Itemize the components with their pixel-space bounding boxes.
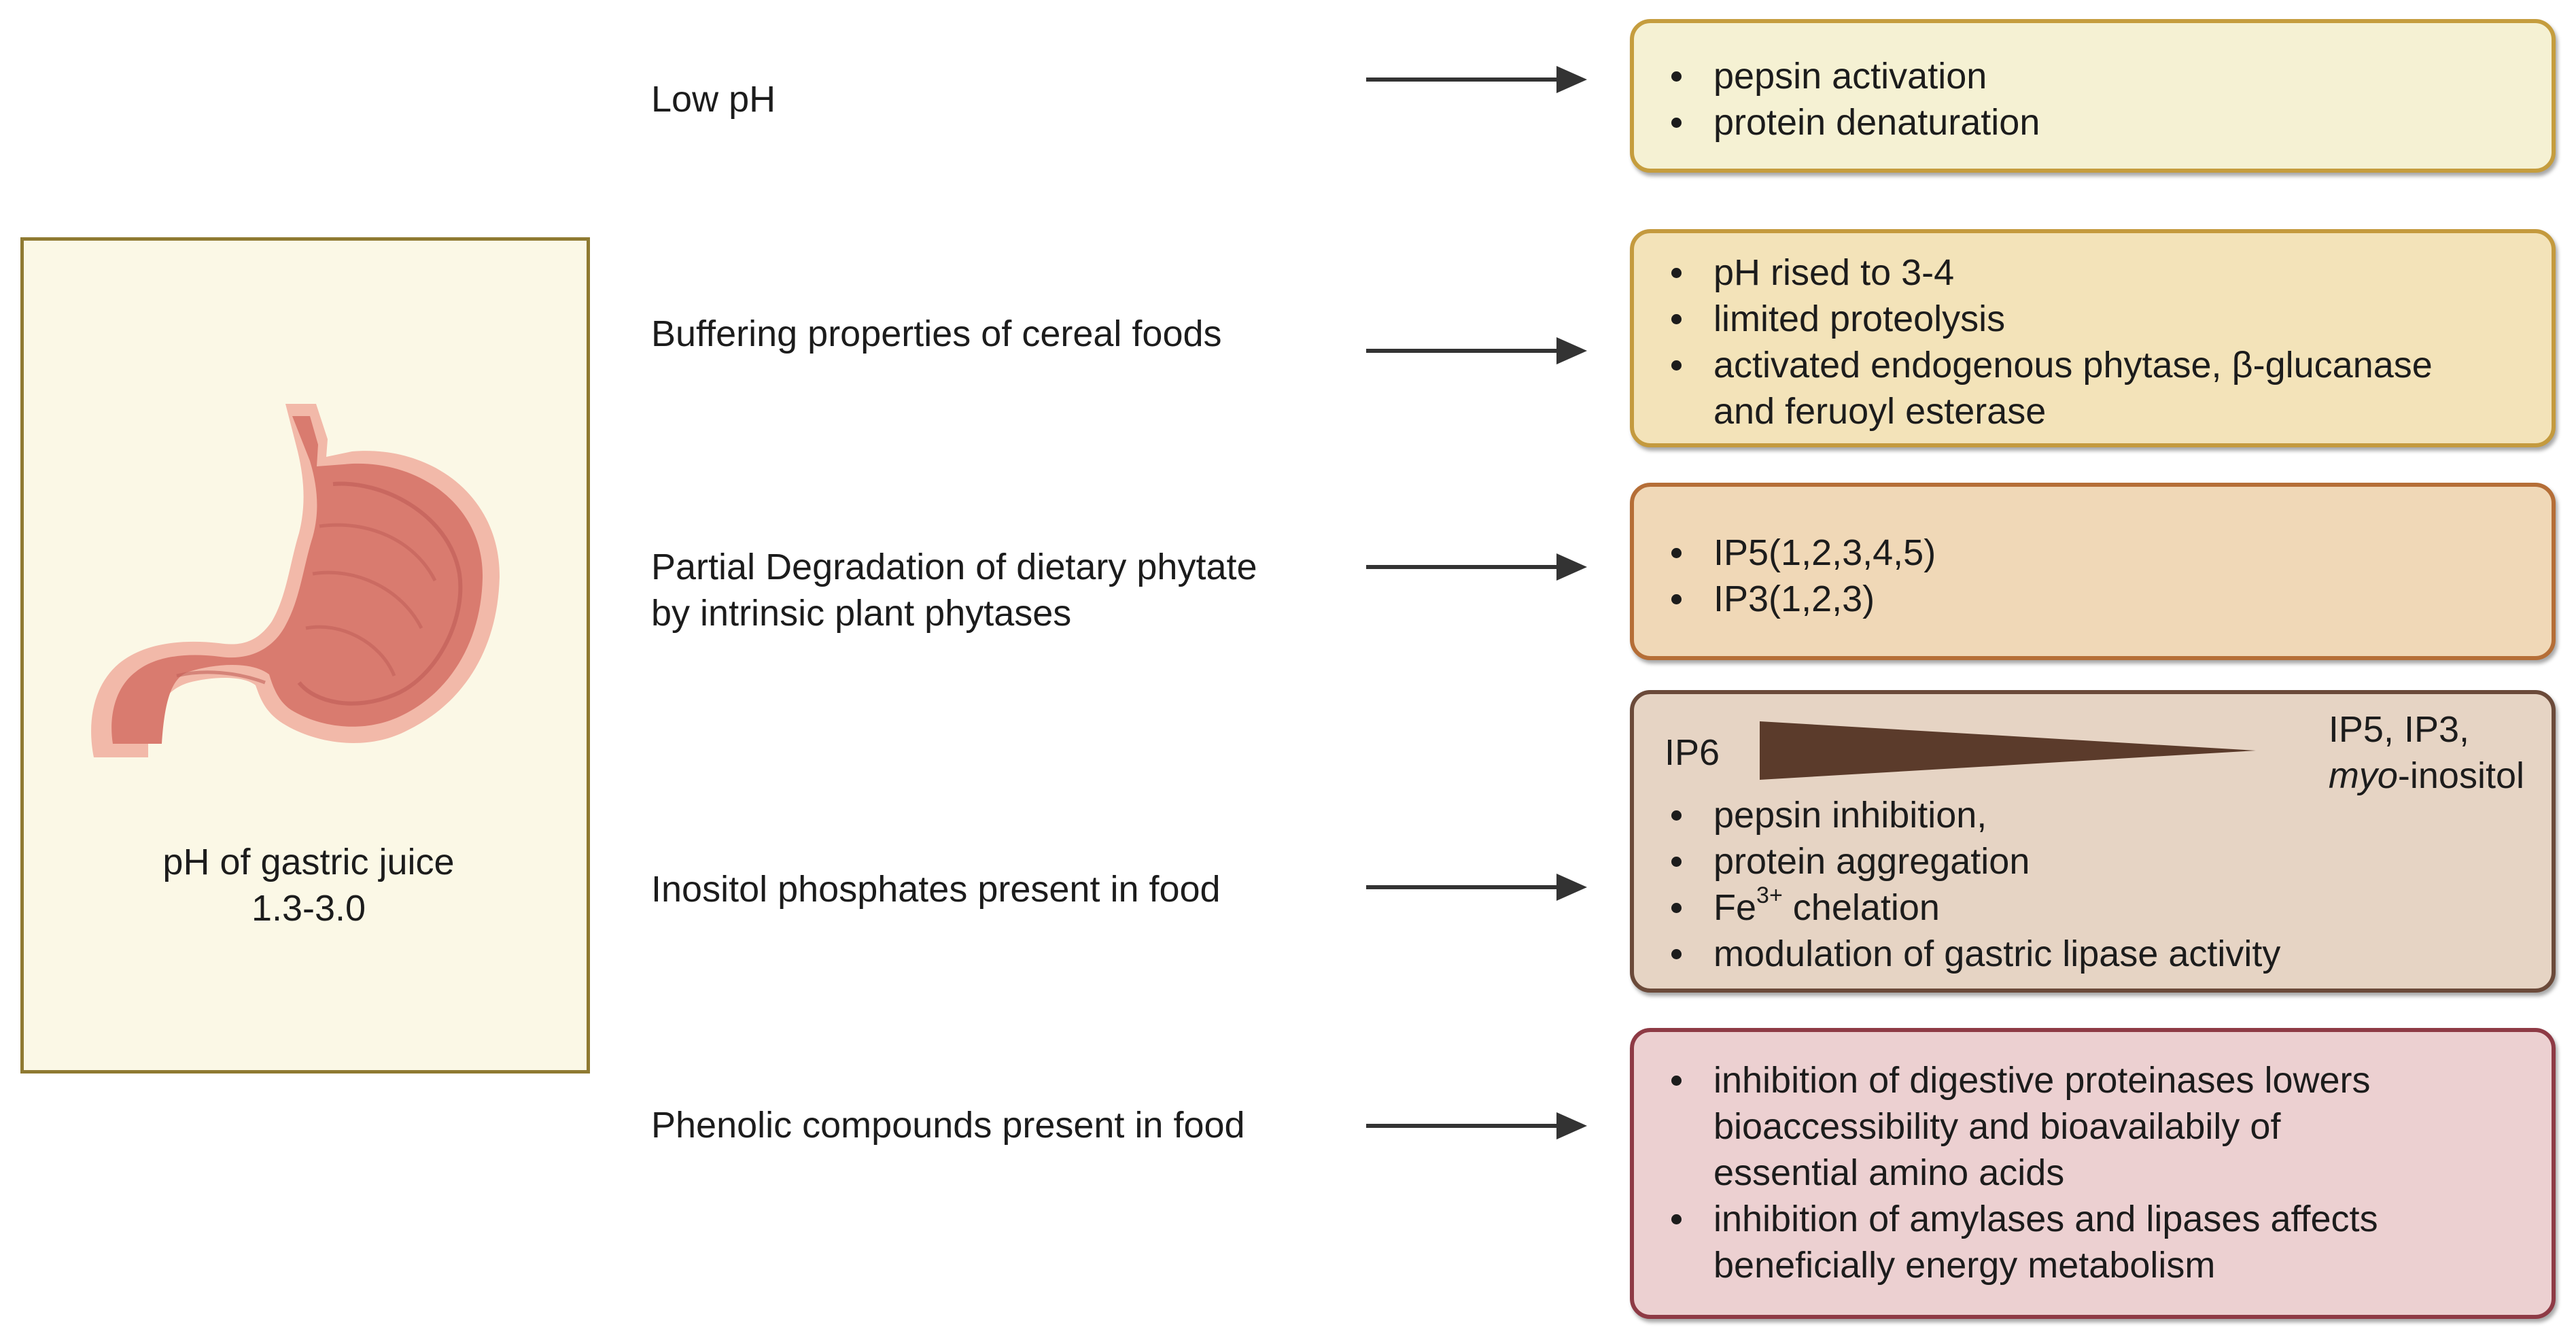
gradient-end-label: IP5, IP3, myo-inositol <box>2329 706 2524 799</box>
effect-box-inositol-phosphates: IP6 IP5, IP3, myo-inositol pepsin inhibi… <box>1630 690 2556 993</box>
list-item: inhibition of digestive proteinases lowe… <box>1665 1057 2524 1196</box>
stomach-icon <box>91 404 500 757</box>
list-item: activated endogenous phytase, β-glucanas… <box>1665 342 2524 434</box>
list-item-text: and feruoyl esterase <box>1713 391 2047 432</box>
list-item: protein aggregation <box>1665 838 2524 884</box>
gastric-panel: pH of gastric juice 1.3-3.0 <box>20 237 590 1073</box>
list-item: protein denaturation <box>1665 99 2524 145</box>
right-arrow-icon <box>1366 66 1587 93</box>
right-arrow-icon <box>1366 553 1587 581</box>
cause-inositol-phosphates: Inositol phosphates present in food <box>651 866 1221 912</box>
list-item-text: pepsin inhibition, <box>1713 795 1987 836</box>
list-item-text: inhibition of amylases and lipases affec… <box>1713 1199 2378 1239</box>
list-item-text: essential amino acids <box>1713 1152 2065 1193</box>
stomach-fold <box>297 481 463 706</box>
list-item: pH rised to 3-4 <box>1665 250 2524 296</box>
italic-prefix: myo <box>2328 755 2398 796</box>
list-item-text: IP5(1,2,3,4,5) <box>1713 532 1936 573</box>
cause-low-ph: Low pH <box>651 76 776 122</box>
list-item: IP3(1,2,3) <box>1665 576 2524 622</box>
cause-text: by intrinsic plant phytases <box>651 593 1072 634</box>
cause-buffering: Buffering properties of cereal foods <box>651 311 1222 357</box>
list-item-text: bioaccessibility and bioavailabily of <box>1713 1106 2281 1147</box>
effect-box-low-ph: pepsin activation protein denaturation <box>1630 19 2556 173</box>
effect-box-phytate-degradation: IP5(1,2,3,4,5) IP3(1,2,3) <box>1630 483 2556 660</box>
right-arrow-icon <box>1366 874 1587 901</box>
charge-superscript: 3+ <box>1756 882 1783 908</box>
caption-line: pH of gastric juice <box>162 842 455 882</box>
list-item: pepsin inhibition, <box>1665 792 2524 838</box>
stomach-wall <box>111 416 483 744</box>
cause-phenolic-compounds: Phenolic compounds present in food <box>651 1102 1245 1148</box>
list-item-text: protein aggregation <box>1713 841 2030 882</box>
gradient-start-label: IP6 <box>1665 732 1720 773</box>
degradation-gradient: IP6 IP5, IP3, myo-inositol <box>1665 694 2524 796</box>
gradient-end-suffix: -inositol <box>2397 755 2524 796</box>
list-item: Fe3+ chelation <box>1665 884 2524 931</box>
list-item: IP5(1,2,3,4,5) <box>1665 530 2524 576</box>
list-item: pepsin activation <box>1665 53 2524 99</box>
stomach-fold <box>176 670 266 685</box>
list-item: modulation of gastric lipase activity <box>1665 931 2524 977</box>
list-item-text: inhibition of digestive proteinases lowe… <box>1713 1060 2371 1101</box>
stomach-fold <box>312 570 423 630</box>
stomach-fold <box>305 625 396 676</box>
gradient-end-line: myo-inositol <box>2329 753 2524 799</box>
gradient-end-line: IP5, IP3, <box>2328 709 2470 750</box>
right-arrow-icon <box>1366 1112 1587 1139</box>
list-item: inhibition of amylases and lipases affec… <box>1665 1196 2524 1288</box>
element-symbol: Fe <box>1713 887 1757 928</box>
panel-caption: pH of gastric juice 1.3-3.0 <box>24 839 593 931</box>
list-item: limited proteolysis <box>1665 296 2524 342</box>
list-item-text: activated endogenous phytase, β-glucanas… <box>1713 345 2433 385</box>
caption-line: 1.3-3.0 <box>251 888 366 929</box>
list-item-text: beneficially energy metabolism <box>1713 1245 2216 1286</box>
decreasing-wedge-icon <box>1760 721 2256 780</box>
cause-text: Buffering properties of cereal foods <box>651 313 1222 354</box>
right-arrow-icon <box>1366 337 1587 364</box>
list-item-suffix: chelation <box>1782 887 1940 928</box>
list-item-text: Fe3+ chelation <box>1713 884 2524 931</box>
cause-text: Inositol phosphates present in food <box>651 869 1221 910</box>
cause-text: Low pH <box>651 79 776 120</box>
list-item-text: modulation of gastric lipase activity <box>1713 933 2281 974</box>
cause-phytate-degradation: Partial Degradation of dietary phytate b… <box>651 544 1257 636</box>
effect-box-phenolic-compounds: inhibition of digestive proteinases lowe… <box>1630 1028 2556 1319</box>
list-item-text: IP3(1,2,3) <box>1713 579 1875 619</box>
cause-text: Phenolic compounds present in food <box>651 1105 1245 1146</box>
effect-box-buffering: pH rised to 3-4 limited proteolysis acti… <box>1630 229 2556 447</box>
cause-text: Partial Degradation of dietary phytate <box>651 547 1257 587</box>
list-item-text: pepsin activation <box>1713 56 1987 97</box>
list-item-text: protein denaturation <box>1713 102 2040 143</box>
list-item-text: pH rised to 3-4 <box>1713 252 1955 293</box>
stomach-fold <box>319 523 437 582</box>
list-item-text: limited proteolysis <box>1713 298 2006 339</box>
